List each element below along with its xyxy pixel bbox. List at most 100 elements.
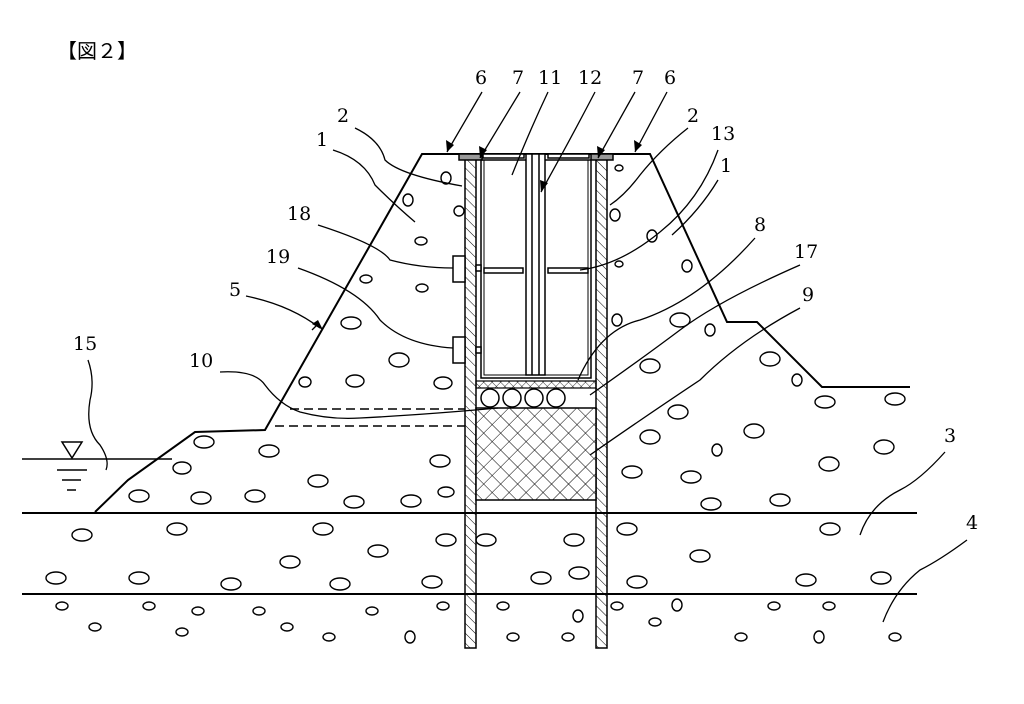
label-1: 1 bbox=[316, 129, 328, 151]
pebble bbox=[220, 577, 242, 591]
top-cap-right bbox=[590, 153, 614, 161]
pebble bbox=[822, 601, 836, 611]
pebble bbox=[402, 193, 414, 207]
pebble bbox=[743, 423, 765, 439]
pebble bbox=[88, 622, 102, 632]
label-9: 9 bbox=[802, 284, 814, 306]
shelf-right bbox=[547, 267, 589, 274]
water-level-icon bbox=[57, 441, 87, 491]
pebble bbox=[734, 632, 748, 642]
pebble bbox=[767, 601, 781, 611]
soil-pebbles bbox=[45, 164, 906, 644]
lid-left bbox=[482, 153, 525, 159]
pebble bbox=[884, 392, 906, 406]
pebble bbox=[345, 374, 365, 388]
pebble bbox=[359, 274, 373, 284]
lid-right bbox=[547, 153, 590, 159]
pebble bbox=[175, 627, 189, 637]
pebble bbox=[769, 493, 791, 507]
top-cap-left bbox=[458, 153, 483, 161]
pebble bbox=[307, 474, 329, 488]
crosshatch-fill-9 bbox=[475, 407, 597, 501]
label-12: 12 bbox=[578, 67, 602, 89]
pebble bbox=[252, 606, 266, 616]
pebble bbox=[646, 229, 658, 243]
figure-title: 【図２】 bbox=[57, 39, 137, 63]
pebble bbox=[704, 323, 716, 337]
label-7: 7 bbox=[512, 67, 524, 89]
pebble bbox=[415, 283, 429, 293]
pebble bbox=[609, 208, 621, 222]
pebble bbox=[388, 352, 410, 368]
pebble bbox=[563, 533, 585, 547]
pebble bbox=[669, 312, 691, 328]
pebble bbox=[128, 489, 150, 503]
pebble bbox=[475, 533, 497, 547]
pebble bbox=[873, 439, 895, 455]
pebble bbox=[572, 609, 584, 623]
pebble bbox=[667, 404, 689, 420]
pipe-row bbox=[480, 388, 566, 408]
pebble bbox=[191, 606, 205, 616]
label-6: 6 bbox=[664, 67, 676, 89]
label-18: 18 bbox=[287, 203, 311, 225]
pebble bbox=[610, 601, 624, 611]
label-5: 5 bbox=[229, 279, 241, 301]
dashed-lines bbox=[275, 408, 465, 427]
pebble bbox=[611, 313, 623, 327]
pebble bbox=[128, 571, 150, 585]
pebble bbox=[166, 522, 188, 536]
pebble bbox=[142, 601, 156, 611]
pebble bbox=[700, 497, 722, 511]
pebble bbox=[614, 260, 624, 268]
attachment-18 bbox=[452, 255, 466, 283]
pebble bbox=[421, 575, 443, 589]
pebble bbox=[400, 494, 422, 508]
reference-numerals: 6 7 11 12 7 6 2 1 2 13 1 18 8 17 19 9 5 … bbox=[73, 67, 978, 534]
label-7: 7 bbox=[632, 67, 644, 89]
label-1: 1 bbox=[720, 155, 732, 177]
pebble bbox=[453, 205, 465, 217]
pebble bbox=[689, 549, 711, 563]
pebble bbox=[365, 606, 379, 616]
label-2: 2 bbox=[687, 105, 699, 127]
label-8: 8 bbox=[754, 214, 766, 236]
pebble bbox=[759, 351, 781, 367]
pebble bbox=[568, 566, 590, 580]
pebble bbox=[258, 444, 280, 458]
label-15: 15 bbox=[73, 333, 97, 355]
label-13: 13 bbox=[711, 123, 735, 145]
pebble bbox=[193, 435, 215, 449]
pebble bbox=[648, 617, 662, 627]
label-17: 17 bbox=[794, 241, 818, 263]
pebble bbox=[190, 491, 212, 505]
pebble bbox=[711, 443, 723, 457]
pebble bbox=[436, 601, 450, 611]
mesh-layer-17 bbox=[475, 380, 597, 389]
label-10: 10 bbox=[189, 350, 213, 372]
pebble bbox=[818, 456, 840, 472]
left-sheet-wall bbox=[464, 153, 477, 649]
pebble bbox=[791, 373, 803, 387]
pebble bbox=[322, 632, 336, 642]
pebble bbox=[888, 632, 902, 642]
pebble bbox=[329, 577, 351, 591]
label-11: 11 bbox=[538, 67, 562, 89]
pebble bbox=[435, 533, 457, 547]
shelf-left bbox=[483, 267, 524, 274]
label-2: 2 bbox=[337, 105, 349, 127]
pebble bbox=[561, 632, 575, 642]
pebble bbox=[496, 601, 510, 611]
pebble bbox=[312, 522, 334, 536]
label-19: 19 bbox=[266, 246, 290, 268]
pebble bbox=[813, 630, 825, 644]
pebble bbox=[433, 376, 453, 390]
pebble bbox=[671, 598, 683, 612]
pebble bbox=[639, 358, 661, 374]
pebble bbox=[45, 571, 67, 585]
pebble bbox=[639, 429, 661, 445]
pebble bbox=[614, 164, 624, 172]
pebble bbox=[343, 495, 365, 509]
pebble bbox=[795, 573, 817, 587]
